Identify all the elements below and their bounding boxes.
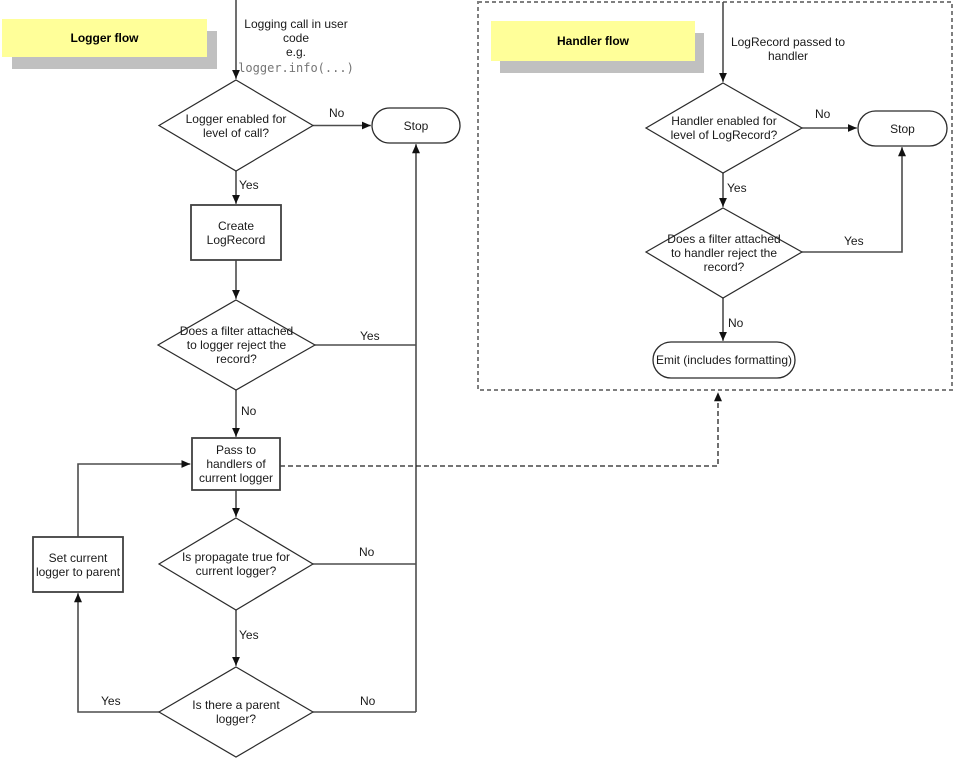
handler-entry-note: LogRecord passed to handler	[729, 35, 847, 63]
decision-handler-enabled-text: Handler enabled for level of LogRecord?	[670, 114, 778, 142]
decision-logger-enabled	[157, 79, 315, 172]
process-create-logrecord-text: Create LogRecord	[206, 218, 266, 247]
edge-parent-yes-to-setparent	[74, 593, 160, 713]
edge-label-enabled-no: No	[329, 106, 345, 120]
decision-logger-enabled-text: Logger enabled for level of call?	[185, 111, 287, 140]
edge-label-hfilter-yes: Yes	[844, 234, 864, 248]
terminal-stop-logger-text: Stop	[403, 118, 429, 133]
terminal-emit-text: Emit (includes formatting)	[655, 353, 793, 367]
edge-label-propagate-yes: Yes	[239, 628, 259, 642]
decision-handler-enabled	[644, 82, 804, 174]
decision-handler-filter-text: Does a filter attached to handler reject…	[667, 232, 781, 274]
process-pass-to-handlers	[191, 437, 281, 491]
edge-label-parent-yes: Yes	[101, 694, 121, 708]
logger-flow-label: Logger flow	[2, 19, 207, 57]
process-create-logrecord	[190, 204, 282, 261]
edge-label-filter-yes: Yes	[360, 329, 380, 343]
process-set-current-logger	[32, 536, 124, 593]
process-set-current-logger-text: Set current logger to parent	[35, 550, 121, 579]
edge-label-parent-no: No	[360, 694, 376, 708]
terminal-emit	[652, 341, 796, 379]
handler-flow-connectors	[719, 2, 906, 341]
decision-handler-filter	[644, 207, 804, 299]
edge-label-henabled-no: No	[815, 107, 831, 121]
decision-logger-filter	[156, 299, 317, 391]
logger-entry-line1: Logging call in user	[244, 17, 348, 31]
logger-entry-line3: e.g.	[285, 45, 306, 59]
decision-propagate	[157, 517, 315, 611]
edge-hfilter-yes-to-hstop	[802, 147, 906, 253]
edge-pass-to-handler-flow-dashed	[280, 392, 722, 467]
edge-label-hfilter-no: No	[728, 316, 744, 330]
edge-label-enabled-yes: Yes	[239, 178, 259, 192]
decision-parent-logger	[157, 666, 315, 758]
decision-logger-filter-text: Does a filter attached to logger reject …	[179, 324, 294, 366]
terminal-stop-logger	[371, 107, 461, 144]
handler-flow-label: Handler flow	[491, 21, 695, 61]
decision-propagate-text: Is propagate true for current logger?	[181, 550, 291, 578]
logger-entry-line2: code	[282, 31, 310, 45]
handler-flow-title: Handler flow	[556, 34, 629, 48]
handler-entry-text: LogRecord passed to handler	[730, 35, 846, 63]
edge-setparent-to-pass	[77, 460, 191, 537]
edge-label-henabled-yes: Yes	[727, 181, 747, 195]
edge-label-propagate-no: No	[359, 545, 375, 559]
decision-parent-logger-text: Is there a parent logger?	[192, 698, 280, 726]
logger-entry-note: Logging call in user code e.g. logger.in…	[230, 17, 362, 75]
edge-label-filter-no: No	[241, 404, 257, 418]
logger-flow-title: Logger flow	[70, 31, 139, 45]
logger-entry-code: logger.info(...)	[238, 61, 354, 75]
logger-flow-connectors	[74, 0, 420, 713]
terminal-stop-handler-text: Stop	[890, 121, 915, 136]
terminal-stop-handler	[857, 110, 948, 147]
process-pass-to-handlers-text: Pass to handlers of current logger	[198, 443, 274, 485]
handler-flow-boundary	[477, 1, 953, 391]
